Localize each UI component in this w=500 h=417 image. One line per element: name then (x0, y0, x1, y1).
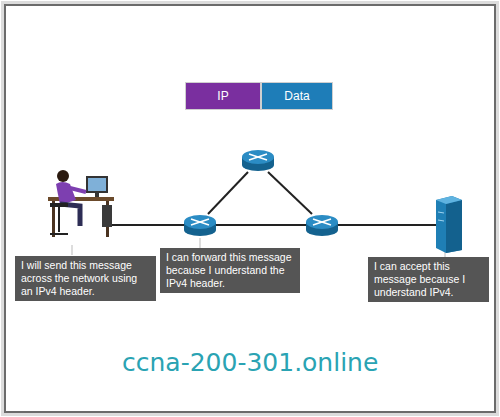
callout-box: I can forward this message because I und… (160, 248, 300, 293)
watermark: ccna-200-301.online (122, 348, 378, 377)
node-text: IP (217, 89, 228, 103)
header-box: IP (185, 82, 261, 110)
node-text: Data (284, 89, 309, 103)
header-box: Data (261, 82, 333, 110)
node-text: I can forward this message because I und… (166, 251, 294, 290)
user-workstation (48, 170, 114, 237)
inner-frame (5, 5, 495, 412)
router-symbol (242, 150, 274, 171)
callout-box: I can accept this message because I unde… (368, 257, 489, 302)
node-text: I will send this message across the netw… (21, 259, 150, 298)
router-symbol (184, 215, 216, 236)
callout-box: I will send this message across the netw… (15, 256, 156, 301)
node-text: I can accept this message because I unde… (374, 260, 483, 299)
router-symbol (306, 215, 338, 236)
server-symbol (436, 196, 462, 253)
network-links (110, 172, 438, 225)
